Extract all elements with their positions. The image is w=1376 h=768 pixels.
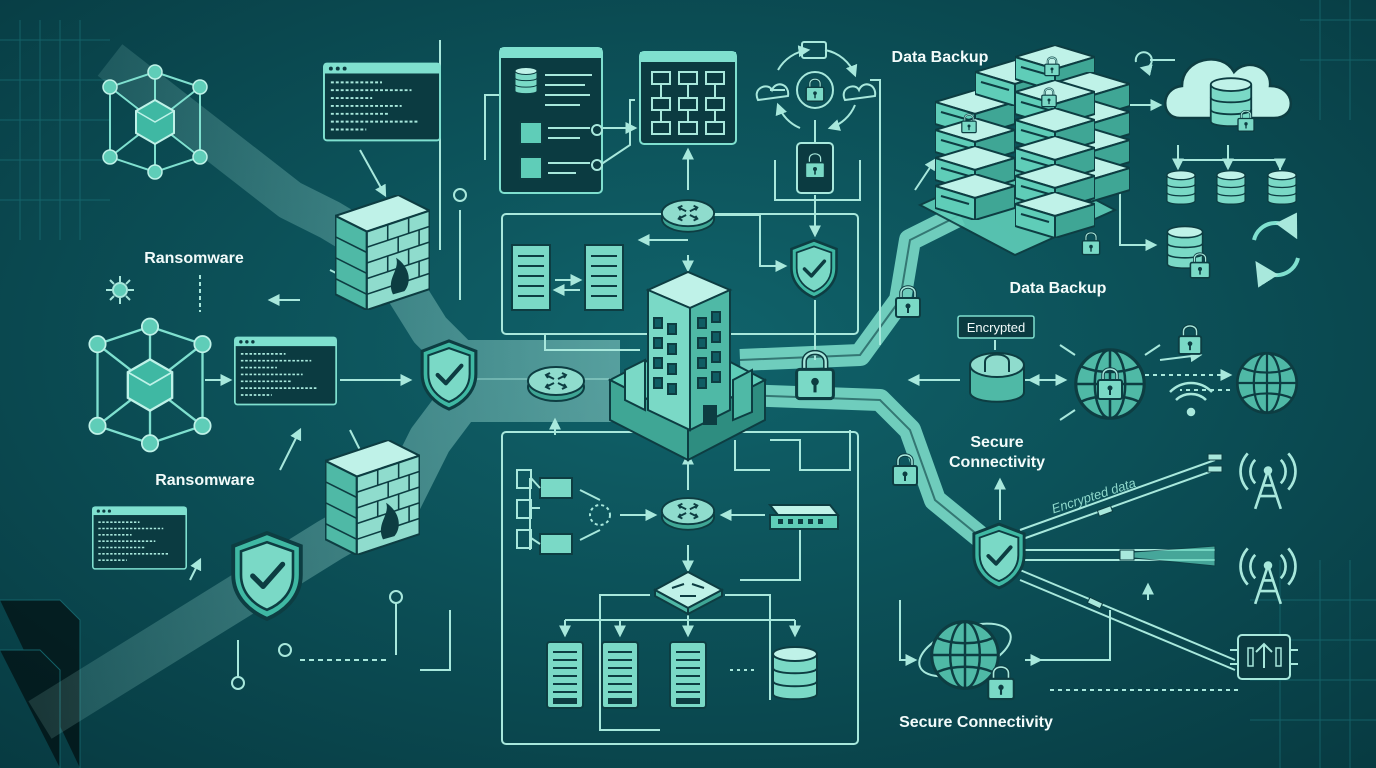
chip-icon xyxy=(1230,634,1298,680)
connector-plugs xyxy=(1086,453,1223,610)
cloud-lock-cycle xyxy=(755,41,877,131)
refresh-small-icon xyxy=(1134,51,1153,76)
globe-orbit-group xyxy=(918,620,1016,702)
console-window-mid xyxy=(234,336,337,406)
database-icon-backup-1 xyxy=(1166,170,1196,205)
threat-sparkle-icon xyxy=(106,276,134,304)
document-flow-panel xyxy=(499,47,603,194)
firewall-top xyxy=(335,195,430,310)
lock-card xyxy=(796,142,834,194)
label-ransomware-bottom: Ransomware xyxy=(155,472,255,489)
encrypted-badge: Encrypted xyxy=(957,315,1035,339)
office-building-icon xyxy=(607,270,768,462)
firewall-bottom xyxy=(325,440,420,555)
label-data-backup-mid: Data Backup xyxy=(1010,280,1107,297)
backup-server-stack xyxy=(917,45,1130,257)
server-icon-2 xyxy=(601,641,639,709)
router-icon-top xyxy=(660,199,716,233)
label-ransomware-top: Ransomware xyxy=(144,250,244,267)
globe-icon-right xyxy=(1235,351,1299,415)
router-icon-bottom xyxy=(660,497,716,531)
console-window-top xyxy=(323,62,441,142)
server-icon-1 xyxy=(546,641,584,709)
label-secure-connectivity-bottom: Secure Connectivity xyxy=(899,714,1053,731)
server-pair xyxy=(511,244,624,311)
sync-arrows-icon xyxy=(1252,212,1300,288)
svg-text:Encrypted: Encrypted xyxy=(967,320,1026,335)
database-icon-bottom xyxy=(771,645,819,701)
database-icon-backup-2 xyxy=(1216,170,1246,205)
database-icon-backup-3 xyxy=(1267,170,1297,205)
document-list-panel xyxy=(516,469,611,555)
switch-hub-icon xyxy=(652,570,725,616)
router-icon-left xyxy=(526,365,586,403)
encrypted-disk-icon xyxy=(969,352,1025,403)
server-icon-3 xyxy=(669,641,707,709)
org-chart-panel xyxy=(639,51,737,145)
console-window-bottom xyxy=(92,506,187,570)
network-switch-icon xyxy=(767,504,841,530)
wifi-icon xyxy=(1169,381,1213,417)
label-data-backup-top: Data Backup xyxy=(892,49,989,66)
